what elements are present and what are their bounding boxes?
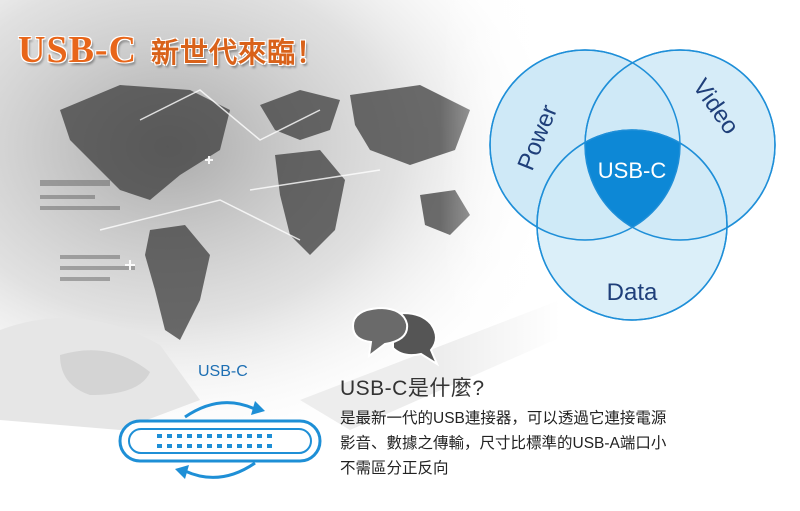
title-sub: 新世代來臨！ <box>151 38 326 69</box>
port-label: USB-C <box>198 363 248 380</box>
description-line: 影音、數據之傳輸，尺寸比標準的USB-A端口小 <box>340 435 667 452</box>
title-main: USB-C <box>18 29 138 71</box>
page-title: USB-C 新世代來臨！ <box>18 28 325 72</box>
question-heading: USB-C是什麼? <box>340 377 485 400</box>
description: 是最新一代的USB連接器，可以透過它連接電源 影音、數據之傳輸，尺寸比標準的US… <box>340 406 780 481</box>
description-line: 不需區分正反向 <box>340 460 449 477</box>
rotate-arrows-icon <box>184 401 256 479</box>
usb-c-port-icon <box>118 401 322 479</box>
description-line: 是最新一代的USB連接器，可以透過它連接電源 <box>340 410 667 427</box>
venn-diagram: Power Video Data USB-C <box>489 49 776 321</box>
chat-bubbles-icon <box>351 306 440 367</box>
venn-label-center: USB-C <box>598 158 667 183</box>
venn-label-data: Data <box>607 279 658 306</box>
